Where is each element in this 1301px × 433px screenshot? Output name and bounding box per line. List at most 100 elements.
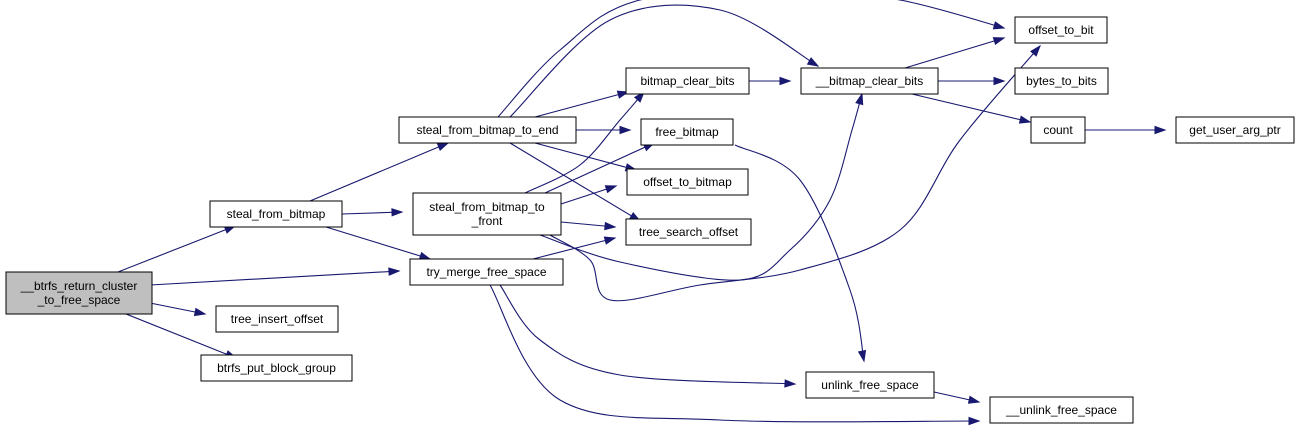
node-steal_from_bitmap_to_end[interactable]: steal_from_bitmap_to_end [398, 116, 577, 144]
node-box [640, 118, 734, 146]
node-label: offset_to_bit [1028, 23, 1094, 37]
edge-steal_from_bitmap-to-steal_from_bitmap_to_end [309, 142, 450, 202]
node-offset_to_bitmap[interactable]: offset_to_bitmap [626, 168, 749, 196]
arrowhead [806, 57, 820, 67]
node-box [5, 271, 153, 315]
node-label: steal_from_bitmap [227, 207, 326, 221]
node-label: unlink_free_space [821, 378, 919, 392]
arrowhead [992, 37, 1006, 46]
arrowhead [992, 21, 1006, 30]
node-box [409, 258, 564, 286]
arrowhead [1154, 125, 1167, 135]
node-label: free_bitmap [655, 125, 719, 139]
arrowhead [779, 76, 792, 86]
edge-line [489, 284, 980, 423]
arrowhead [619, 125, 632, 135]
node-btrfs_put_block_group[interactable]: btrfs_put_block_group [200, 354, 353, 382]
edge-line [524, 91, 645, 194]
edge-try_merge_free_space-to-__unlink_free_space [489, 284, 981, 426]
arrowhead [436, 142, 450, 151]
edge-steal_from_bitmap_to_front-to-tree_search_offset [560, 221, 617, 231]
edge-root-to-try_merge_free_space [149, 267, 401, 286]
arrowhead [193, 307, 207, 317]
edge-line [117, 225, 236, 273]
node-bitmap_clear_bits[interactable]: bitmap_clear_bits [625, 67, 750, 95]
edge-steal_from_bitmap-to-steal_from_bitmap_to_front [341, 208, 404, 217]
arrowhead [388, 267, 401, 276]
node-count[interactable]: count [1030, 116, 1086, 144]
edge-line [911, 93, 1031, 123]
edge-line [734, 144, 865, 362]
edge-unlink_free_space-to-__unlink_free_space [933, 391, 981, 404]
edge-line [549, 45, 1041, 302]
arrowhead [604, 221, 617, 231]
arrowhead [855, 92, 864, 106]
node-box [200, 354, 353, 382]
edge-line [544, 142, 655, 194]
node-label: steal_from_bitmap_to [429, 200, 545, 214]
node-box [209, 200, 343, 228]
edge-line [125, 313, 237, 359]
edge-line [149, 270, 400, 286]
node-label: _to_free_space [37, 293, 121, 307]
node-label: offset_to_bitmap [643, 175, 732, 189]
edge-line [325, 226, 431, 260]
node-__unlink_free_space[interactable]: __unlink_free_space [989, 396, 1134, 424]
node-box [800, 67, 939, 95]
edge-line [309, 142, 449, 202]
node-tree_search_offset[interactable]: tree_search_offset [625, 218, 752, 246]
node-box [412, 192, 562, 236]
node-get_user_arg_ptr[interactable]: get_user_arg_ptr [1175, 116, 1295, 144]
edge-line [534, 142, 637, 171]
node-unlink_free_space[interactable]: unlink_free_space [805, 371, 935, 399]
node-label: try_merge_free_space [426, 265, 546, 279]
arrowhead [391, 208, 404, 217]
edge-steal_from_bitmap_to_front-to-__bitmap_clear_bits [539, 92, 864, 281]
node-steal_from_bitmap_to_front[interactable]: steal_from_bitmap_to_front [412, 192, 562, 236]
edge-root-to-steal_from_bitmap [117, 225, 237, 273]
node-label: bitmap_clear_bits [640, 74, 734, 88]
edge-steal_from_bitmap_to_front-to-offset_to_bitmap [560, 185, 618, 205]
node-bytes_to_bits[interactable]: bytes_to_bits [1014, 67, 1109, 95]
edge-root-to-tree_insert_offset [149, 302, 207, 317]
edge-__bitmap_clear_bits-to-bytes_to_bits [938, 76, 1006, 86]
edges-layer [117, 0, 1167, 426]
edge-line [539, 93, 863, 281]
node-label: steal_from_bitmap_to_end [416, 123, 558, 137]
edge-__bitmap_clear_bits-to-count [911, 93, 1032, 124]
node-offset_to_bit[interactable]: offset_to_bit [1014, 16, 1108, 44]
edge-line [904, 37, 1005, 69]
edge-try_merge_free_space-to-unlink_free_space [499, 284, 797, 388]
arrowhead [604, 185, 618, 194]
node-label: count [1043, 123, 1073, 137]
node-tree_insert_offset[interactable]: tree_insert_offset [215, 305, 339, 333]
arrowhead [784, 379, 797, 388]
edge-line [497, 0, 1005, 118]
node-free_bitmap[interactable]: free_bitmap [640, 118, 734, 146]
edge-free_bitmap-to-unlink_free_space [734, 144, 867, 363]
arrowhead [418, 251, 432, 260]
arrowhead [968, 416, 981, 426]
node-box [625, 218, 752, 246]
node-steal_from_bitmap[interactable]: steal_from_bitmap [209, 200, 343, 228]
node-box [398, 116, 577, 144]
arrowhead [603, 236, 617, 245]
edge-count-to-get_user_arg_ptr [1085, 125, 1167, 135]
node-__bitmap_clear_bits[interactable]: __bitmap_clear_bits [800, 67, 939, 95]
edge-steal_from_bitmap_to_end-to-bitmap_clear_bits [534, 90, 630, 118]
node-box [625, 67, 750, 95]
node-box [626, 168, 749, 196]
edge-line [534, 91, 629, 118]
node-root[interactable]: __btrfs_return_cluster_to_free_space [5, 271, 153, 315]
edge-line [509, 4, 819, 118]
node-label: btrfs_put_block_group [217, 361, 336, 375]
node-box [215, 305, 339, 333]
edge-__bitmap_clear_bits-to-offset_to_bit [904, 37, 1006, 69]
node-box [989, 396, 1134, 424]
node-try_merge_free_space[interactable]: try_merge_free_space [409, 258, 564, 286]
node-label: __bitmap_clear_bits [815, 74, 923, 88]
edge-steal_from_bitmap_to_front-to-offset_to_bit [549, 44, 1041, 302]
arrowhead [993, 76, 1006, 86]
node-box [1175, 116, 1295, 144]
